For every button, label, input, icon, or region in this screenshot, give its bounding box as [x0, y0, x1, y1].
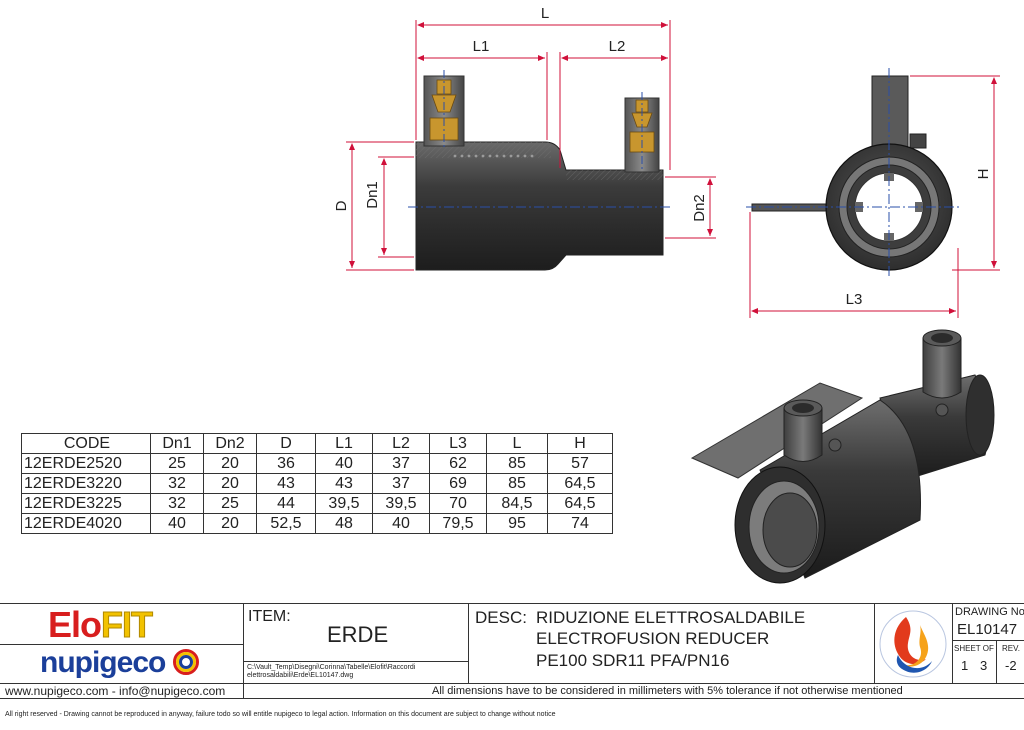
- cell-dn2: 20: [203, 453, 257, 474]
- table-row: 12ERDE2520 25 20 36 40 37 62 85 57: [21, 453, 613, 474]
- cell-code: 12ERDE3220: [21, 473, 151, 494]
- cell-dn1: 40: [150, 513, 204, 534]
- cell-dn1: 25: [150, 453, 204, 474]
- logo-elo: Elo: [48, 604, 102, 645]
- cell-h: 64,5: [547, 473, 613, 494]
- cell-code: 12ERDE2520: [21, 453, 151, 474]
- cell-l3: 62: [429, 453, 487, 474]
- cell-code: 12ERDE3225: [21, 493, 151, 514]
- drawing-no-label: DRAWING No:: [955, 606, 1024, 618]
- file-path-line1: C:\Vault_Temp\Disegni\Corinna\Tabelle\El…: [247, 664, 416, 671]
- cell-dn1: 32: [150, 493, 204, 514]
- col-header-l2: L2: [372, 433, 430, 454]
- dim-label-L3: L3: [846, 291, 863, 308]
- cell-h: 57: [547, 453, 613, 474]
- col-header-h: H: [547, 433, 613, 454]
- cell-l1: 39,5: [315, 493, 373, 514]
- file-path-line2: elettrosaldabili\Erde\EL10147.dwg: [247, 672, 354, 679]
- side-view-drawing: L L1 L2 D Dn1 Dn2: [333, 5, 716, 271]
- rev-label: REV.: [1002, 644, 1020, 653]
- dim-label-L2: L2: [609, 38, 626, 55]
- cell-l: 85: [486, 453, 548, 474]
- col-header-l1: L1: [315, 433, 373, 454]
- dim-label-D: D: [333, 200, 350, 211]
- table-row: 12ERDE3225 32 25 44 39,5 39,5 70 84,5 64…: [21, 493, 613, 514]
- dim-label-Dn2: Dn2: [691, 194, 708, 222]
- drawing-no-value: EL10147: [957, 621, 1018, 638]
- cell-l1: 43: [315, 473, 373, 494]
- nupigeco-rings-icon: [172, 649, 203, 679]
- col-header-code: CODE: [21, 433, 151, 454]
- col-header-dn2: Dn2: [203, 433, 257, 454]
- col-header-l: L: [486, 433, 548, 454]
- cell-h: 64,5: [547, 493, 613, 514]
- cell-l2: 37: [372, 453, 430, 474]
- dim-label-Dn1: Dn1: [364, 181, 381, 209]
- cell-l: 84,5: [486, 493, 548, 514]
- cell-h: 74: [547, 513, 613, 534]
- dim-label-H: H: [975, 169, 992, 180]
- cell-d: 44: [256, 493, 316, 514]
- table-row: 12ERDE3220 32 20 43 43 37 69 85 64,5: [21, 473, 613, 494]
- desc-line-3: PE100 SDR11 PFA/PN16: [536, 651, 730, 670]
- col-header-l3: L3: [429, 433, 487, 454]
- front-view-drawing: H L3: [746, 68, 1000, 318]
- cell-l2: 40: [372, 513, 430, 534]
- cell-dn1: 32: [150, 473, 204, 494]
- copyright-footer: All right reserved - Drawing cannot be r…: [5, 711, 556, 718]
- isometric-3d-view: [690, 329, 995, 584]
- dimension-table: CODE Dn1 Dn2 D L1 L2 L3 L H 12ERDE2520 2…: [21, 433, 613, 534]
- cell-l2: 37: [372, 473, 430, 494]
- cell-l1: 40: [315, 453, 373, 474]
- tolerance-note: All dimensions have to be considered in …: [432, 685, 903, 697]
- cell-d: 52,5: [256, 513, 316, 534]
- desc-line-2: ELECTROFUSION REDUCER: [536, 629, 770, 648]
- cell-l: 85: [486, 473, 548, 494]
- cell-l3: 69: [429, 473, 487, 494]
- table-header-row: CODE Dn1 Dn2 D L1 L2 L3 L H: [21, 433, 613, 454]
- nupigeco-logo: nupigeco: [40, 645, 240, 683]
- title-block: EloFIT nupigeco ITEM: ERDE C:\Vault_Temp…: [0, 603, 1024, 684]
- logo-fit: FIT: [101, 604, 154, 645]
- sheet-number: 1: [961, 658, 969, 673]
- cell-code: 12ERDE4020: [21, 513, 151, 534]
- dim-label-L: L: [541, 5, 549, 22]
- item-label: ITEM:: [248, 608, 291, 625]
- col-header-dn1: Dn1: [150, 433, 204, 454]
- cell-l2: 39,5: [372, 493, 430, 514]
- cell-l: 95: [486, 513, 548, 534]
- col-header-d: D: [256, 433, 316, 454]
- logo-nupigeco-text: nupigeco: [40, 646, 166, 679]
- elofit-logo: EloFIT: [48, 604, 238, 645]
- website-contact[interactable]: www.nupigeco.com - info@nupigeco.com: [5, 684, 226, 698]
- cell-l3: 79,5: [429, 513, 487, 534]
- desc-line-1: RIDUZIONE ELETTROSALDABILE: [536, 608, 806, 627]
- desc-label: DESC:: [475, 608, 527, 627]
- cell-dn2: 25: [203, 493, 257, 514]
- cell-dn2: 20: [203, 513, 257, 534]
- sheet-of-label: SHEET OF: [954, 644, 994, 653]
- revision-value: -2: [1005, 658, 1017, 673]
- cell-dn2: 20: [203, 473, 257, 494]
- cell-d: 36: [256, 453, 316, 474]
- flame-logo-icon: [879, 610, 947, 678]
- cell-l1: 48: [315, 513, 373, 534]
- sheet-total: 3: [980, 658, 988, 673]
- table-row: 12ERDE4020 40 20 52,5 48 40 79,5 95 74: [21, 513, 613, 534]
- item-value: ERDE: [327, 622, 389, 647]
- cell-d: 43: [256, 473, 316, 494]
- dim-label-L1: L1: [473, 38, 490, 55]
- cell-l3: 70: [429, 493, 487, 514]
